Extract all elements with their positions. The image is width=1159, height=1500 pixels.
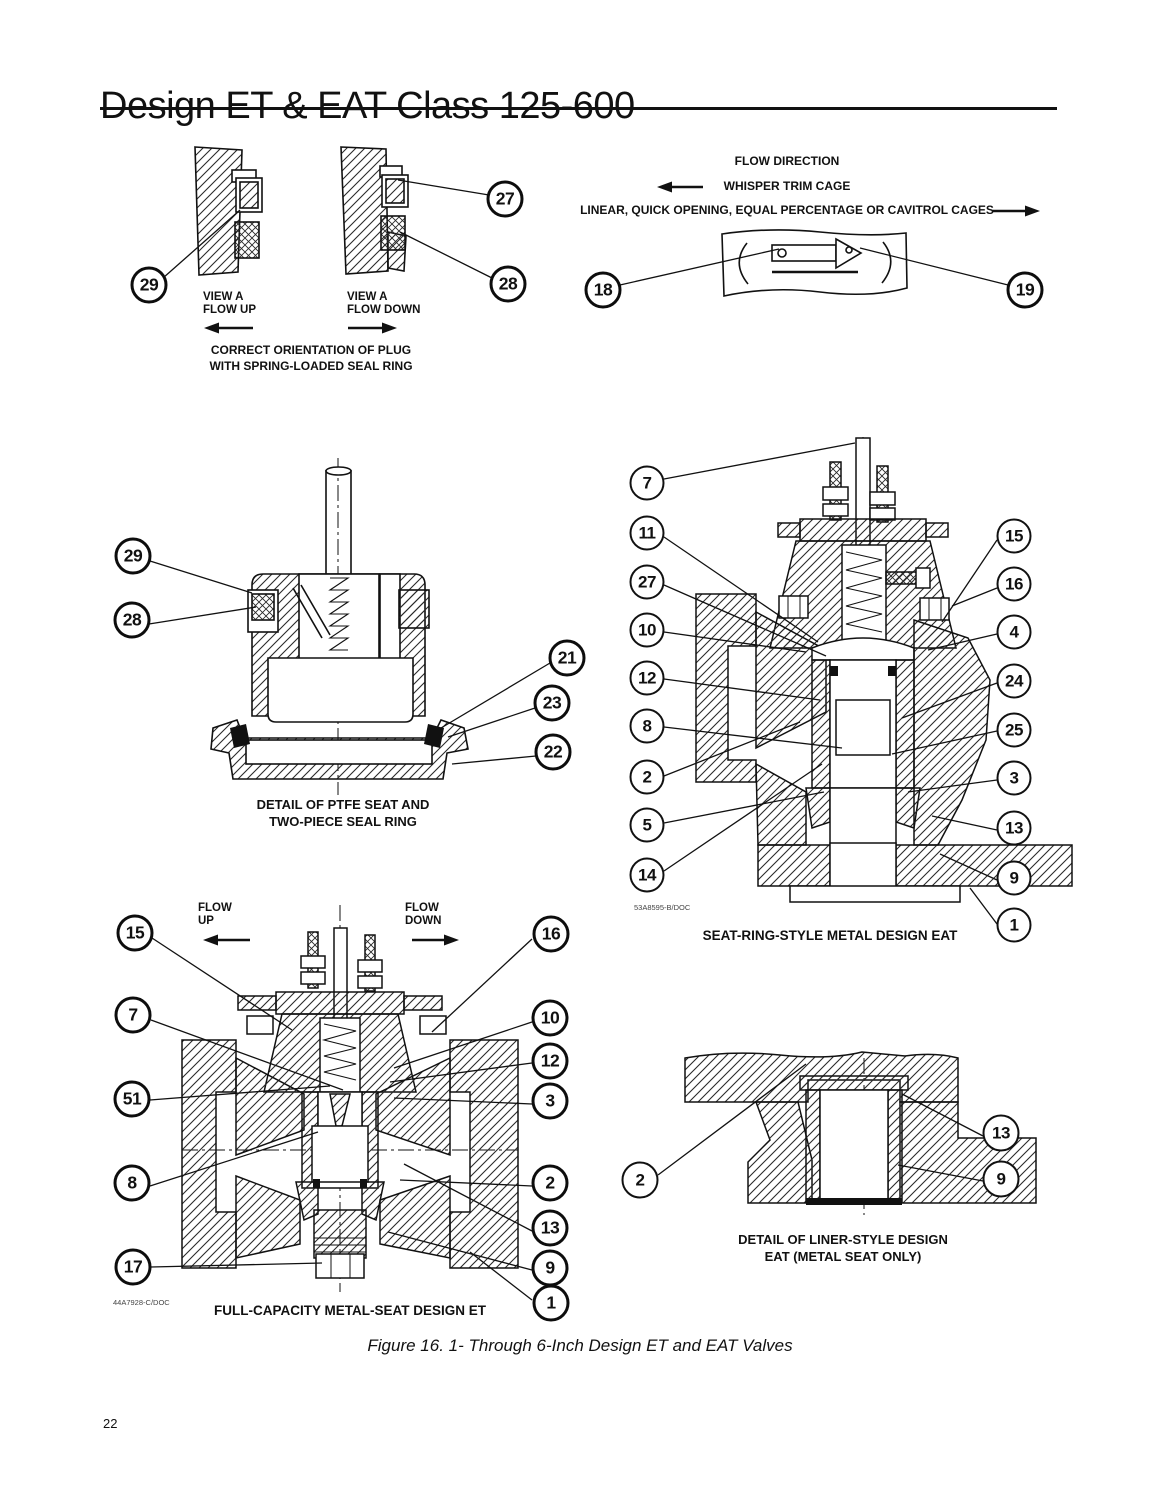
liner-detail-caption-line2: EAT (METAL SEAT ONLY) [764, 1249, 922, 1264]
callout-et-9: 9 [531, 1249, 569, 1287]
page-title: Design ET & EAT Class 125-600 [100, 85, 635, 128]
et-valve-drawing [181, 905, 519, 1292]
callout-eat-8: 8 [629, 708, 665, 744]
et-valve-caption: FULL-CAPACITY METAL-SEAT DESIGN ET [214, 1303, 486, 1318]
ptfe-detail-caption-line2: TWO-PIECE SEAL RING [269, 814, 417, 829]
ptfe-detail-caption-line1: DETAIL OF PTFE SEAT AND [256, 797, 430, 812]
callout-et-10: 10 [531, 999, 569, 1037]
callout-et-12: 12 [531, 1042, 569, 1080]
callout-liner-9: 9 [982, 1160, 1020, 1198]
flow-arrows [203, 181, 1040, 946]
callout-eat-9: 9 [996, 860, 1032, 896]
callout-29: 29 [130, 266, 168, 304]
callout-et-17: 17 [114, 1248, 152, 1286]
callout-eat-3: 3 [996, 760, 1032, 796]
liner-detail-caption-line1: DETAIL OF LINER-STYLE DESIGN [738, 1232, 948, 1247]
callout-eat-12: 12 [629, 660, 665, 696]
callout-et-3: 3 [531, 1082, 569, 1120]
flow-down-label-line1: FLOW [405, 902, 439, 914]
callout-ptfe-29: 29 [114, 537, 152, 575]
callout-eat-10: 10 [629, 612, 665, 648]
callout-et-13: 13 [531, 1209, 569, 1247]
callout-eat-16: 16 [996, 566, 1032, 602]
plug-orientation-caption-line2: WITH SPRING-LOADED SEAL RING [209, 359, 413, 373]
view-a-flow-down-label-line2: FLOW DOWN [347, 304, 421, 316]
flow-direction-drawing [721, 229, 908, 297]
callout-et-1: 1 [532, 1284, 570, 1322]
callout-eat-4: 4 [996, 614, 1032, 650]
view-a-flow-up-label-line1: VIEW A [203, 291, 244, 303]
liner-detail-drawing [684, 1051, 1037, 1215]
figure-caption: Figure 16. 1- Through 6-Inch Design ET a… [367, 1336, 793, 1355]
title-rule [100, 107, 1057, 110]
callout-22: 22 [534, 733, 572, 771]
whisper-trim-cage-label: WHISPER TRIM CAGE [723, 179, 851, 193]
callout-ptfe-28: 28 [113, 601, 151, 639]
plug-orientation-drawing [194, 146, 409, 276]
plug-orientation-caption-line1: CORRECT ORIENTATION OF PLUG [210, 343, 412, 357]
callout-eat-25: 25 [996, 712, 1032, 748]
callout-23: 23 [533, 684, 571, 722]
callout-28: 28 [489, 265, 527, 303]
view-a-flow-up-label-line2: FLOW UP [203, 304, 257, 316]
callout-18: 18 [584, 271, 622, 309]
callout-eat-7: 7 [629, 465, 665, 501]
callout-eat-11: 11 [629, 515, 665, 551]
callout-eat-14: 14 [629, 857, 665, 893]
callout-et-16: 16 [532, 915, 570, 953]
callout-et-8: 8 [113, 1164, 151, 1202]
callout-eat-2: 2 [629, 759, 665, 795]
callout-eat-15: 15 [996, 518, 1032, 554]
callout-et-51: 51 [113, 1080, 151, 1118]
flow-up-label-line1: FLOW [198, 902, 232, 914]
callout-eat-1: 1 [996, 907, 1032, 943]
ptfe-seat-drawing [210, 458, 469, 795]
eat-valve-caption: SEAT-RING-STYLE METAL DESIGN EAT [702, 928, 958, 943]
linear-cages-label: LINEAR, QUICK OPENING, EQUAL PERCENTAGE … [580, 203, 994, 217]
callout-19: 19 [1006, 271, 1044, 309]
callout-liner-2: 2 [621, 1161, 659, 1199]
callout-eat-5: 5 [629, 807, 665, 843]
callout-et-15: 15 [116, 914, 154, 952]
callout-eat-24: 24 [996, 663, 1032, 699]
callout-eat-13: 13 [996, 810, 1032, 846]
callout-21: 21 [548, 639, 586, 677]
callout-eat-27: 27 [629, 564, 665, 600]
callout-et-7: 7 [114, 996, 152, 1034]
flow-up-label-line2: UP [198, 915, 214, 927]
flow-direction-title: FLOW DIRECTION [734, 154, 840, 168]
callout-27: 27 [486, 180, 524, 218]
leader-lines [148, 179, 1009, 1301]
view-a-flow-down-label-line1: VIEW A [347, 291, 388, 303]
page-number: 22 [103, 1416, 118, 1431]
eat-doc-code: 53A8595-B/DOC [634, 903, 691, 912]
flow-down-label-line2: DOWN [405, 915, 442, 927]
callout-liner-13: 13 [982, 1114, 1020, 1152]
callout-et-2: 2 [531, 1164, 569, 1202]
et-doc-code: 44A7928-C/DOC [113, 1298, 170, 1307]
